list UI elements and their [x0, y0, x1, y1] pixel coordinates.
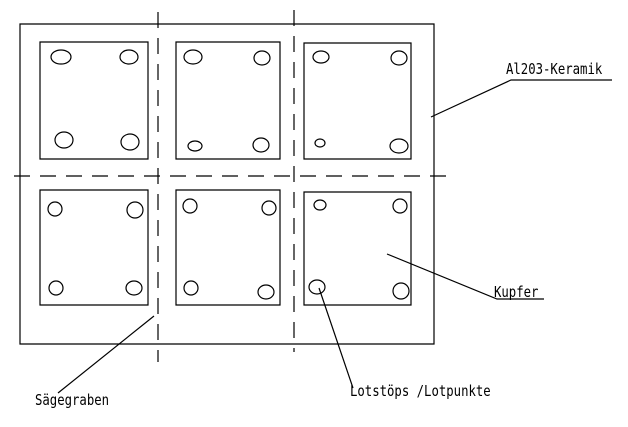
solder-point	[120, 50, 138, 64]
leader-line-copper	[387, 254, 544, 299]
copper-pad	[304, 43, 411, 159]
label-ceramic: Al203-Keramik	[506, 60, 603, 78]
solder-point	[183, 199, 197, 213]
solder-point	[393, 283, 409, 299]
solder-point	[184, 50, 202, 64]
solder-point	[121, 134, 139, 150]
solder-point	[315, 139, 325, 147]
copper-pad	[304, 192, 411, 305]
solder-point	[314, 200, 326, 210]
copper-pad	[176, 190, 280, 305]
label-saw-trench: Sägegraben	[35, 391, 110, 409]
label-solder: Lotstöps /Lotpunkte	[350, 382, 491, 400]
leader-line-ceramic	[431, 80, 612, 117]
copper-pad	[40, 42, 148, 159]
solder-point	[126, 281, 142, 295]
solder-point	[55, 132, 73, 148]
solder-point	[258, 285, 274, 299]
solder-point	[49, 281, 63, 295]
solder-point	[254, 51, 270, 65]
solder-point	[127, 202, 143, 218]
solder-point	[48, 202, 62, 216]
solder-point	[184, 281, 198, 295]
ceramic-substrate	[20, 24, 434, 344]
solder-point	[313, 51, 329, 63]
solder-point	[391, 51, 407, 65]
leader-line-solder	[319, 288, 353, 388]
solder-point	[188, 141, 202, 151]
solder-point	[390, 139, 408, 153]
copper-pad	[40, 190, 148, 305]
solder-point	[262, 201, 276, 215]
leader-line-saw	[58, 316, 154, 393]
solder-point	[51, 50, 71, 64]
solder-point	[309, 280, 325, 294]
copper-pad	[176, 42, 280, 159]
solder-point	[393, 199, 407, 213]
label-copper: Kupfer	[494, 283, 539, 301]
solder-point	[253, 138, 269, 152]
